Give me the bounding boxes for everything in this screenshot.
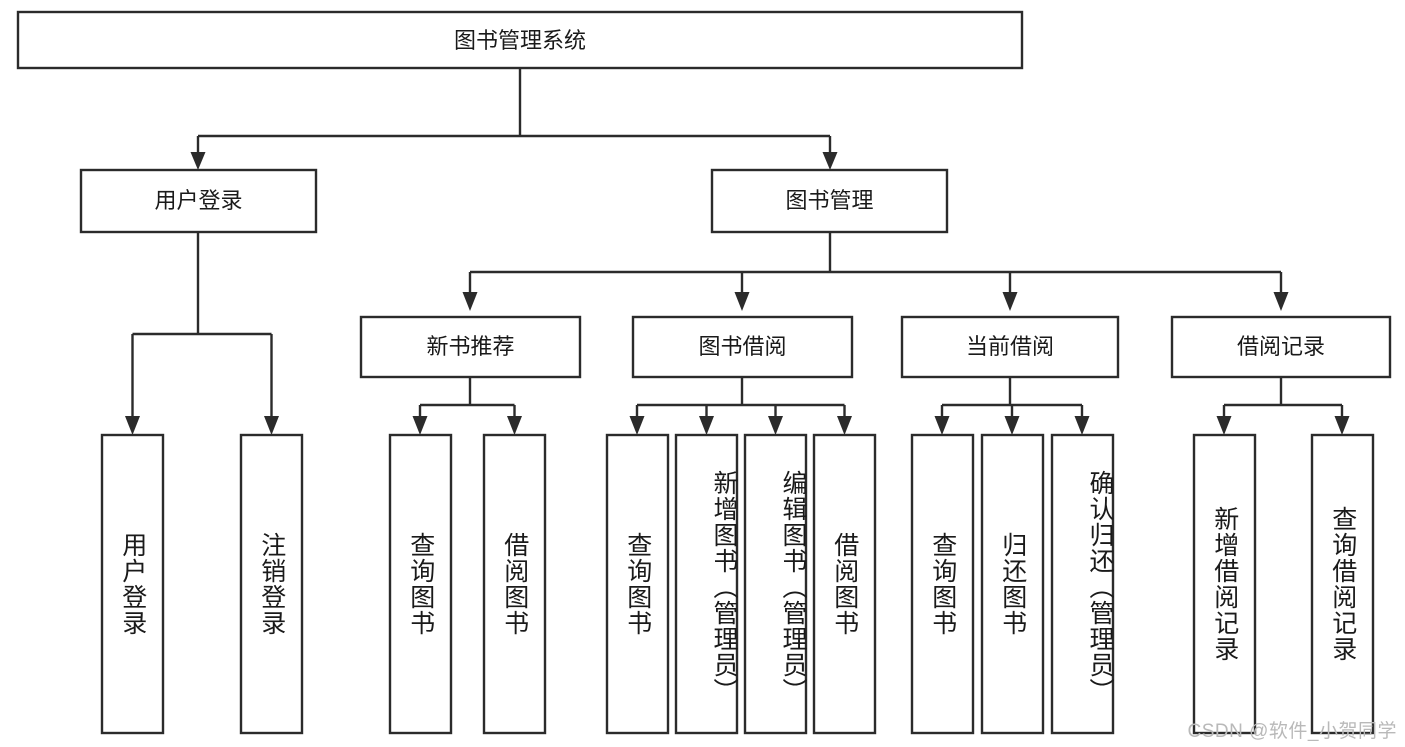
arrow-to-book-management <box>822 152 838 170</box>
node-leaf-confirm-return-label: 确认归还（管理员） <box>1086 470 1114 704</box>
arrow-to-new-book-recommend <box>462 292 478 311</box>
node-leaf-query-book-1[interactable] <box>388 433 453 735</box>
node-user-login[interactable] <box>79 168 318 234</box>
node-leaf-add-book-label: 新增图书（管理员） <box>710 470 738 704</box>
node-new-book-recommend-label: 新书推荐 <box>426 334 514 359</box>
watermark-text: CSDN @软件_小贺同学 <box>1187 721 1397 742</box>
node-leaf-borrow-book-2-label: 借阅图书 <box>830 532 859 636</box>
node-leaf-query-borrow-record-label: 查询借阅记录 <box>1328 506 1357 662</box>
node-leaf-borrow-book-2[interactable] <box>812 433 877 735</box>
node-leaf-query-book-3[interactable] <box>910 433 975 735</box>
arrow-to-leaf-borrow-book-1 <box>507 416 522 435</box>
node-current-borrow[interactable] <box>900 315 1120 379</box>
arrow-to-leaf-confirm-return <box>1074 416 1090 435</box>
node-leaf-borrow-book-1[interactable] <box>482 433 547 735</box>
connector-layer <box>125 68 1350 435</box>
node-book-borrow-label: 图书借阅 <box>698 334 786 359</box>
arrow-to-borrow-record <box>1273 292 1289 311</box>
node-new-book-recommend[interactable] <box>359 315 582 379</box>
node-root[interactable] <box>16 10 1024 70</box>
node-leaf-add-borrow-record[interactable] <box>1192 433 1257 735</box>
arrow-to-leaf-user-login <box>125 416 140 435</box>
arrow-to-leaf-query-book-2 <box>629 416 645 435</box>
arrow-to-leaf-borrow-book-2 <box>837 416 852 435</box>
node-leaf-query-book-2-label: 查询图书 <box>623 532 652 636</box>
node-book-borrow[interactable] <box>631 315 854 379</box>
node-leaf-user-login[interactable] <box>100 433 165 735</box>
node-leaf-add-borrow-record-label: 新增借阅记录 <box>1210 506 1239 662</box>
node-leaf-logout-login-label: 注销登录 <box>257 532 286 636</box>
arrow-to-leaf-logout-login <box>264 416 279 435</box>
node-leaf-query-book-1-label: 查询图书 <box>406 532 435 636</box>
node-root-label: 图书管理系统 <box>454 28 586 53</box>
node-leaf-query-borrow-record[interactable] <box>1310 433 1375 735</box>
arrow-to-leaf-add-borrow-record <box>1216 416 1232 435</box>
node-leaf-logout-login[interactable] <box>239 433 304 735</box>
node-leaf-confirm-return[interactable] <box>1050 433 1115 735</box>
node-leaf-user-login-label: 用户登录 <box>118 532 147 636</box>
arrow-to-user-login <box>190 152 206 170</box>
arrow-to-leaf-query-book-3 <box>934 416 950 435</box>
node-borrow-record-label: 借阅记录 <box>1237 334 1325 359</box>
arrow-to-leaf-query-borrow-record <box>1334 416 1350 435</box>
node-leaf-borrow-book-1-label: 借阅图书 <box>500 532 529 636</box>
node-leaf-edit-book-label: 编辑图书（管理员） <box>779 470 807 704</box>
node-leaf-return-book[interactable] <box>980 433 1045 735</box>
node-leaf-return-book-label: 归还图书 <box>998 532 1027 636</box>
node-leaf-add-book[interactable] <box>674 433 739 735</box>
node-layer: 图书管理系统 用户登录 图书管理 新书推荐 图书借阅 当前借阅 借阅记录 <box>16 10 1392 735</box>
node-book-management-label: 图书管理 <box>785 188 873 213</box>
node-borrow-record[interactable] <box>1170 315 1392 379</box>
arrow-to-leaf-add-book <box>699 416 714 435</box>
node-book-management[interactable] <box>710 168 949 234</box>
arrow-to-book-borrow <box>734 292 750 311</box>
node-leaf-edit-book[interactable] <box>743 433 808 735</box>
arrow-to-current-borrow <box>1002 292 1018 311</box>
arrow-to-leaf-query-book-1 <box>412 416 428 435</box>
node-user-login-label: 用户登录 <box>154 188 242 213</box>
node-leaf-query-book-2[interactable] <box>605 433 670 735</box>
node-leaf-query-book-3-label: 查询图书 <box>928 532 957 636</box>
arrow-to-leaf-edit-book <box>768 416 783 435</box>
arrow-to-leaf-return-book <box>1004 416 1020 435</box>
node-current-borrow-label: 当前借阅 <box>966 334 1054 359</box>
